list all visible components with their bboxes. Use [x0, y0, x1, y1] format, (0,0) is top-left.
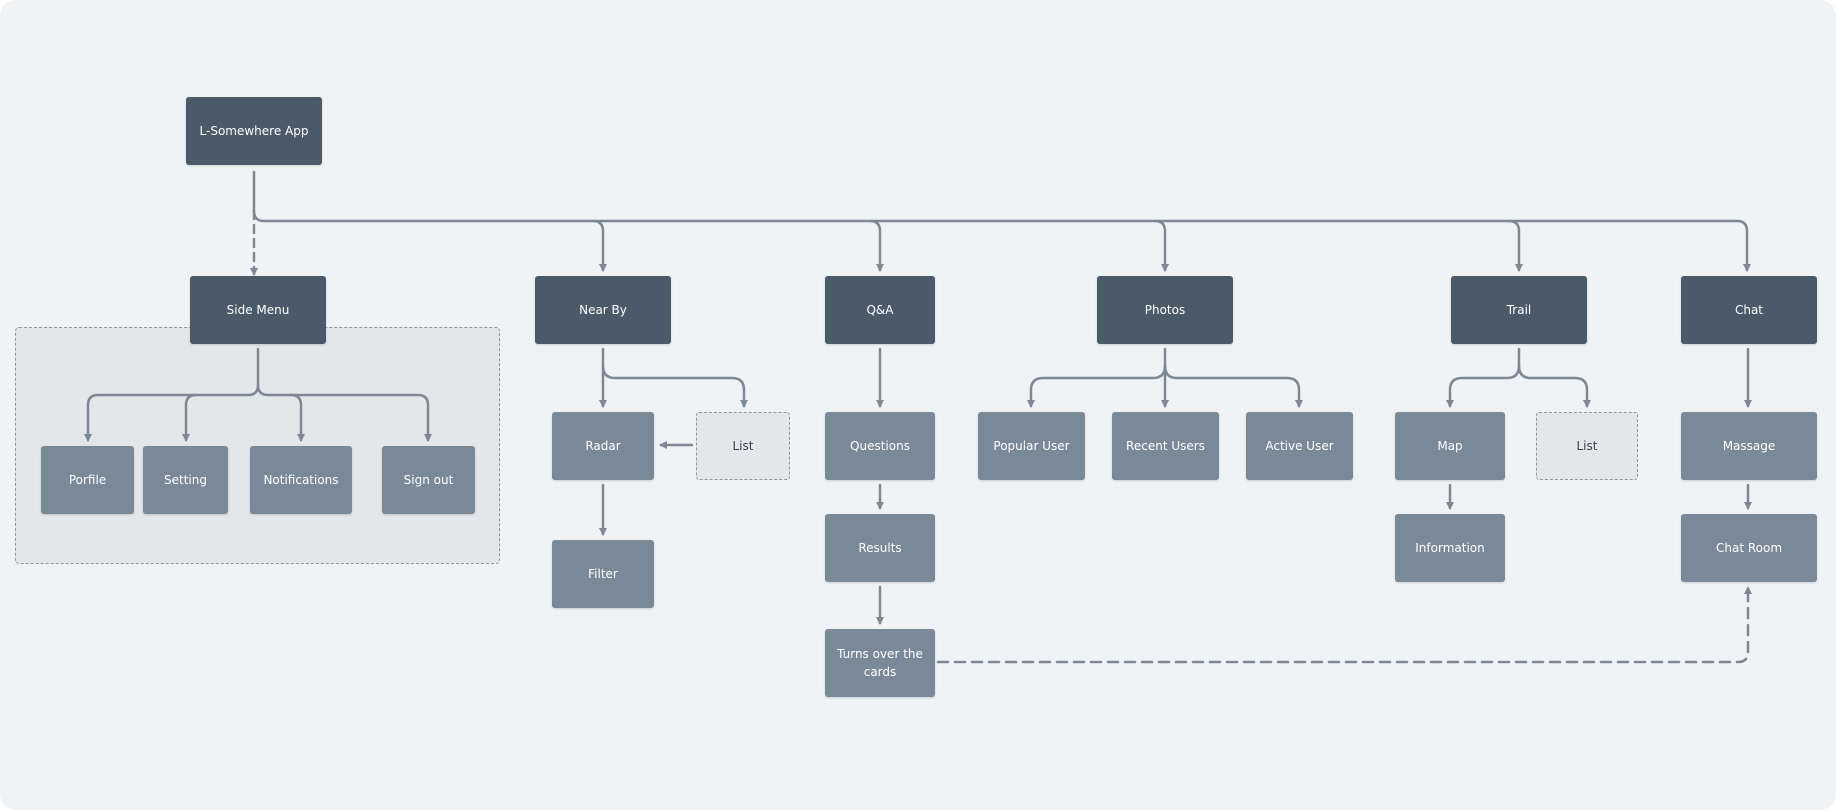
connector-photos-right	[1163, 364, 1303, 408]
node-questions[interactable]: Questions	[825, 412, 935, 480]
connector-trail-list	[1517, 364, 1591, 408]
node-trail-list[interactable]: List	[1536, 412, 1638, 480]
node-profile[interactable]: Porfile	[41, 446, 134, 514]
node-turns-over-the-cards[interactable]: Turns over the cards	[825, 629, 935, 697]
connector-near-by-list	[601, 364, 748, 408]
node-radar[interactable]: Radar	[552, 412, 654, 480]
node-near-by-list[interactable]: List	[696, 412, 790, 480]
connector-side-menu-setting	[182, 393, 198, 442]
node-qa[interactable]: Q&A	[825, 276, 935, 344]
connector-root-trunk	[252, 170, 1751, 272]
connector-photos-trunk	[1027, 347, 1167, 408]
node-filter[interactable]: Filter	[552, 540, 654, 608]
connector-trail-trunk	[1446, 347, 1521, 408]
connector-side-menu-notifications	[289, 393, 305, 442]
node-chat-room[interactable]: Chat Room	[1681, 514, 1817, 582]
node-setting[interactable]: Setting	[143, 446, 228, 514]
connector-root-trail	[1507, 219, 1523, 272]
connector-cards-chat-room	[936, 586, 1752, 664]
node-information[interactable]: Information	[1395, 514, 1505, 582]
node-map[interactable]: Map	[1395, 412, 1505, 480]
connector-root-qa	[868, 219, 884, 272]
connector-root-photos	[1153, 219, 1169, 272]
node-sign-out[interactable]: Sign out	[382, 446, 475, 514]
node-active-user[interactable]: Active User	[1246, 412, 1353, 480]
connector-side-menu-right	[256, 383, 432, 442]
node-results[interactable]: Results	[825, 514, 935, 582]
node-notifications[interactable]: Notifications	[250, 446, 352, 514]
connector-root-near-by	[591, 219, 607, 272]
node-recent-users[interactable]: Recent Users	[1112, 412, 1219, 480]
node-side-menu[interactable]: Side Menu	[190, 276, 326, 344]
node-root[interactable]: L-Somewhere App	[186, 97, 322, 165]
node-trail[interactable]: Trail	[1451, 276, 1587, 344]
connector-side-menu-trunk	[84, 347, 260, 442]
node-chat[interactable]: Chat	[1681, 276, 1817, 344]
node-massage[interactable]: Massage	[1681, 412, 1817, 480]
node-near-by[interactable]: Near By	[535, 276, 671, 344]
node-photos[interactable]: Photos	[1097, 276, 1233, 344]
node-popular-user[interactable]: Popular User	[978, 412, 1085, 480]
